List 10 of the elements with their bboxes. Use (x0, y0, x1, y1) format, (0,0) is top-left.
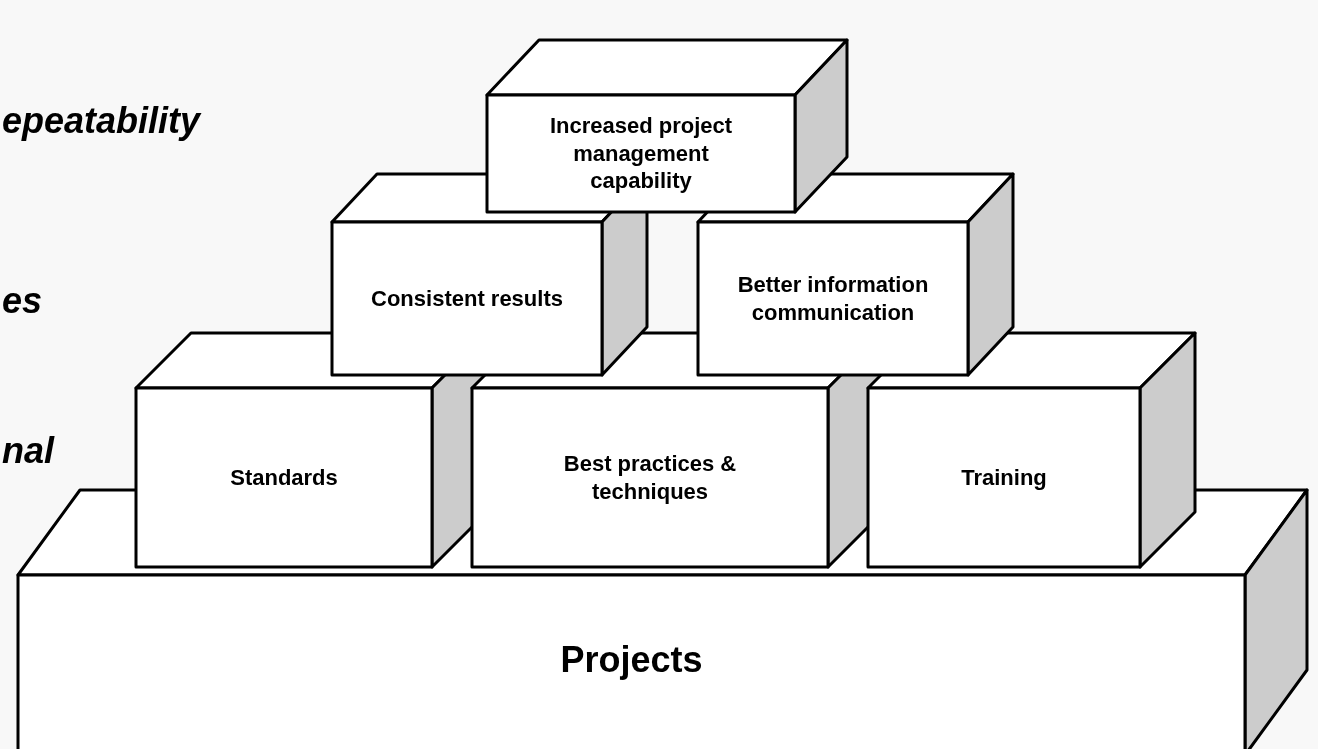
side-heading: es (2, 280, 43, 322)
block-label: Training (961, 463, 1047, 492)
block-label: Better information communication (736, 271, 930, 326)
side-heading: nal (2, 430, 54, 472)
block-label: Projects (560, 638, 703, 682)
block-label: Best practices & techniques (562, 450, 738, 505)
block-label: Consistent results (371, 284, 563, 313)
block-label: Standards (230, 463, 338, 492)
block-label: Increased project management capability (548, 112, 734, 195)
side-heading: epeatability (2, 100, 201, 142)
